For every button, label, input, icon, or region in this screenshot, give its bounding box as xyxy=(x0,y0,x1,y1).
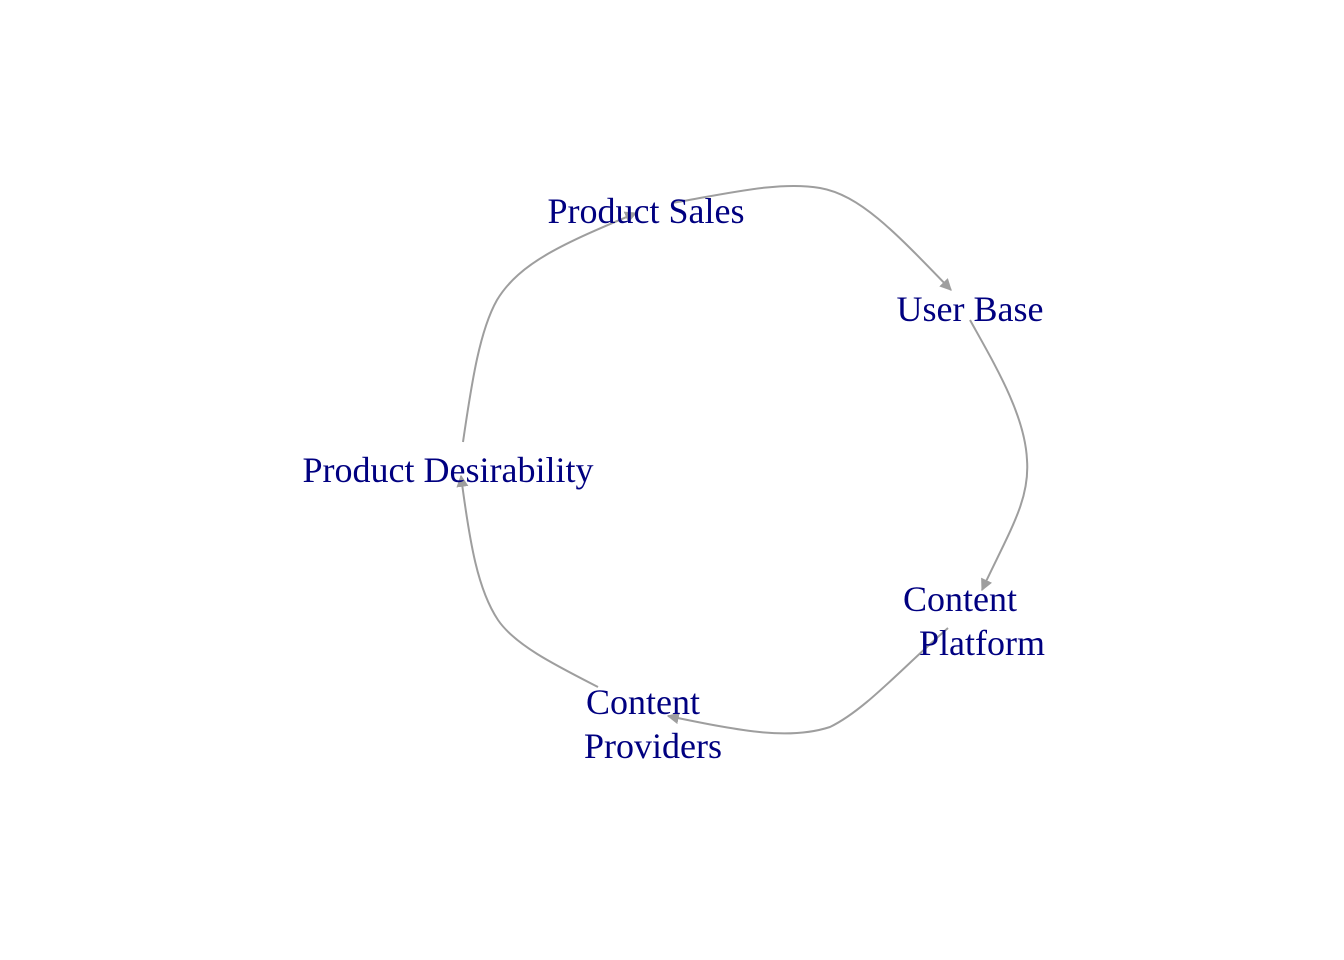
node-user-base: User Base xyxy=(897,289,1044,329)
node-label: User Base xyxy=(897,289,1044,329)
edge-product-sales-to-user-base xyxy=(671,184,952,291)
node-label: Providers xyxy=(584,726,722,766)
edge-content-platform-to-content-providers xyxy=(666,627,949,735)
edge-user-base-to-content-platform xyxy=(969,319,1029,592)
node-label: Content xyxy=(586,682,700,722)
node-label: Platform xyxy=(919,623,1045,663)
edges-layer xyxy=(456,184,1029,735)
edge-product-desirability-to-product-sales xyxy=(462,211,638,443)
node-label: Content xyxy=(903,579,1017,619)
node-product-desirability: Product Desirability xyxy=(303,450,594,490)
edge-content-providers-to-product-desirability xyxy=(456,474,599,688)
node-label: Product Desirability xyxy=(303,450,594,490)
node-product-sales: Product Sales xyxy=(548,191,745,231)
node-label: Product Sales xyxy=(548,191,745,231)
